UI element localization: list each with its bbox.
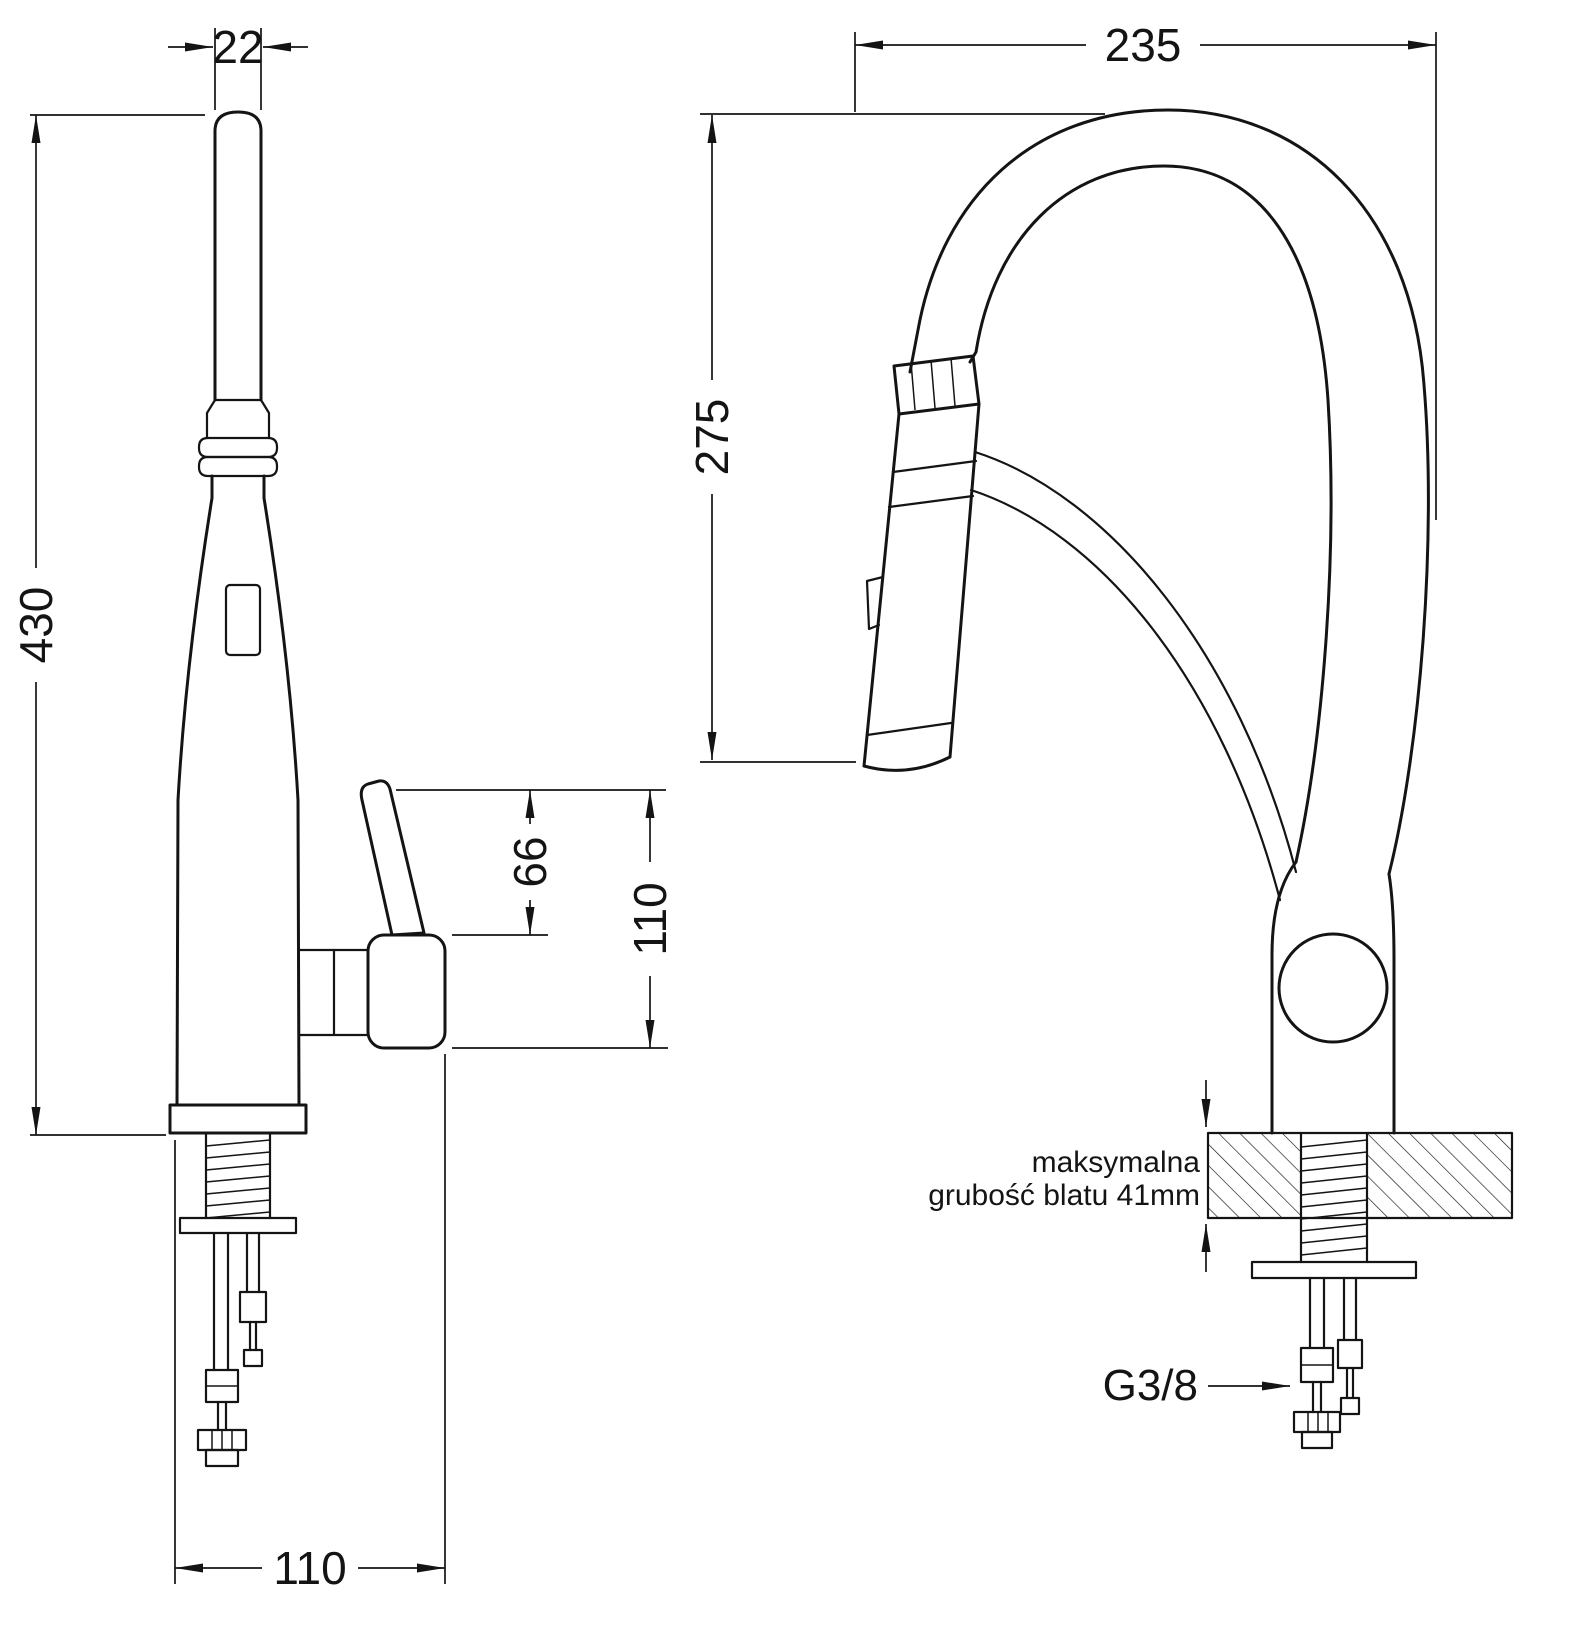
- supply-hose-short: [238, 1231, 268, 1368]
- dim-label-reach: 235: [1105, 19, 1182, 71]
- threaded-stud-front: [1299, 1131, 1369, 1264]
- body-display-window: [224, 583, 262, 657]
- supply-hose-front-a: [1292, 1276, 1342, 1450]
- side-view: [168, 110, 447, 1468]
- gooseneck-outer: [908, 108, 1430, 876]
- spout-oring-2: [197, 455, 279, 478]
- dim-label-spout-diameter: 22: [212, 21, 263, 73]
- mounting-flange: [178, 1216, 298, 1235]
- base-flange: [168, 1103, 308, 1135]
- dim-label-handle-height: 110: [624, 882, 676, 955]
- dim-label-lever-height: 66: [504, 836, 556, 887]
- dim-label-total-height: 430: [10, 587, 62, 664]
- spout-collar: [205, 398, 271, 440]
- ball-joint: [1277, 932, 1389, 1044]
- countertop-slab: [1206, 1131, 1514, 1220]
- supply-hose-front-b: [1336, 1276, 1364, 1416]
- threaded-stud: [204, 1131, 272, 1220]
- dim-label-spout-height: 275: [686, 399, 738, 476]
- gooseneck-inner: [968, 164, 1333, 864]
- sprayhead-outlet: [865, 721, 953, 737]
- handle-block: [366, 933, 447, 1050]
- dim-label-base-depth: 110: [273, 1542, 346, 1594]
- mounting-flange-front: [1250, 1260, 1418, 1280]
- spout-oring-1: [197, 436, 279, 459]
- body-cone-left: [175, 474, 214, 1107]
- body-right: [1387, 872, 1396, 1135]
- body-cone-right: [262, 474, 301, 1107]
- spout-outline: [213, 110, 263, 402]
- sprayhead: [862, 402, 981, 772]
- supply-hose-long: [196, 1231, 248, 1468]
- counter-thickness-note-line2: grubość blatu 41mm: [928, 1179, 1200, 1212]
- dimension-labels: 22 430 66 110 110 235 275 maksymalna gru…: [10, 19, 1200, 1594]
- label-backgrounds: [12, 22, 1200, 1592]
- sprayhead-button: [865, 575, 885, 631]
- counter-thickness-note-line1: maksymalna: [1032, 1146, 1201, 1179]
- handle-lever: [359, 779, 426, 937]
- sprayhead-joint: [892, 354, 981, 416]
- handle-spigot: [297, 948, 370, 1037]
- pulldown-hose: [969, 450, 1298, 902]
- thread-size-label: G3/8: [1103, 1361, 1198, 1410]
- body-left: [1270, 860, 1298, 1135]
- front-view: [862, 108, 1514, 1450]
- dimension-lines: [30, 28, 1437, 1584]
